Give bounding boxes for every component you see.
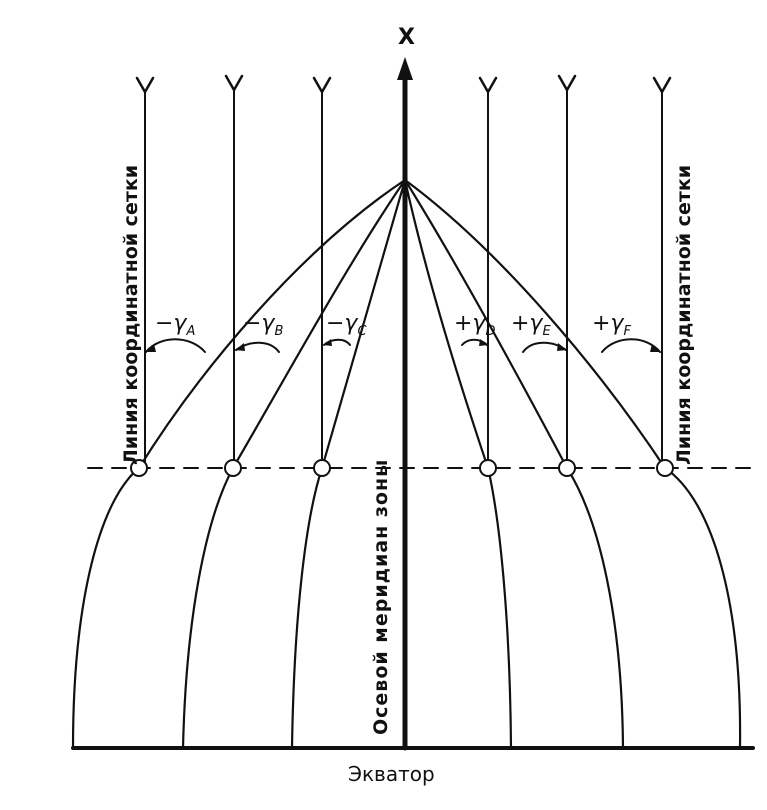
grid-line-label-left: Линия координатной сетки [120, 165, 142, 465]
point-d [479, 459, 497, 477]
grid-lines [144, 89, 663, 469]
angle-arcs [145, 338, 661, 353]
fork-mark-b [224, 74, 244, 92]
point-a [130, 459, 148, 477]
angle-labels: −γA −γB −γC +γD +γE +γF [155, 311, 631, 339]
x-axis-arrowhead [397, 57, 413, 80]
fork-mark-a [135, 76, 155, 94]
point-f [656, 459, 674, 477]
equator-label: Экватор [348, 762, 435, 786]
points [130, 459, 674, 477]
point-c [313, 459, 331, 477]
angle-label-c: −γC [326, 311, 367, 339]
arrowhead-c [323, 339, 332, 346]
arrowhead-f [650, 344, 661, 352]
angle-label-a: −γA [155, 311, 195, 339]
fork-mark-f [652, 76, 672, 94]
fork-mark-d [478, 76, 498, 94]
angle-label-b: −γB [243, 311, 283, 339]
arrowhead-e [557, 343, 567, 351]
arrowhead-d [479, 339, 488, 346]
fork-mark-c [312, 76, 332, 94]
grid-line-tops [135, 74, 672, 94]
grid-line-label-right: Линия координатной сетки [673, 165, 695, 465]
axial-meridian-label: Осевой меридиан зоны [370, 459, 392, 735]
x-axis-label: X [398, 25, 415, 50]
point-e [558, 459, 576, 477]
fork-mark-e [557, 74, 577, 92]
arrowhead-b [235, 343, 245, 351]
angle-label-d: +γD [454, 311, 495, 339]
angle-label-f: +γF [592, 311, 631, 339]
angle-label-e: +γE [511, 311, 551, 339]
point-b [224, 459, 242, 477]
meridian-e [403, 178, 625, 750]
arrowhead-a [145, 344, 156, 352]
